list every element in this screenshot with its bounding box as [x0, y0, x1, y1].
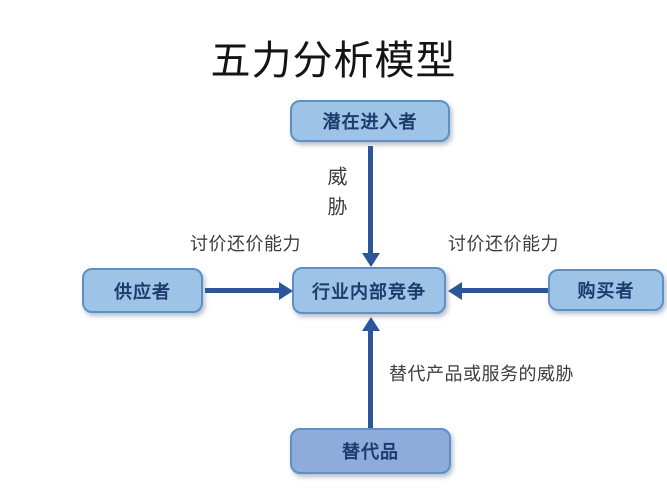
label-substitutes-threat: 替代产品或服务的威胁: [389, 364, 574, 384]
page-title: 五力分析模型: [210, 38, 457, 84]
arrow-right-icon: [279, 282, 293, 300]
arrow-up-icon: [362, 317, 380, 331]
box-buyers: 购买者: [548, 269, 664, 311]
box-industry-rivalry: 行业内部竞争: [292, 267, 446, 314]
label-threat: 威胁: [324, 166, 346, 226]
arrow-left-icon: [448, 282, 462, 300]
box-substitutes: 替代品: [290, 428, 451, 474]
arrow-supplier-line: [205, 288, 279, 293]
arrow-buyer-line: [462, 288, 548, 293]
label-bargaining-power-buyers: 讨价还价能力: [448, 234, 559, 254]
box-potential-entrants: 潜在进入者: [290, 100, 450, 142]
arrow-down-icon: [362, 253, 380, 267]
box-suppliers: 供应者: [82, 268, 203, 313]
arrow-threat-line: [368, 146, 373, 253]
arrow-substitute-line: [368, 331, 373, 428]
label-bargaining-power-suppliers: 讨价还价能力: [190, 234, 301, 254]
